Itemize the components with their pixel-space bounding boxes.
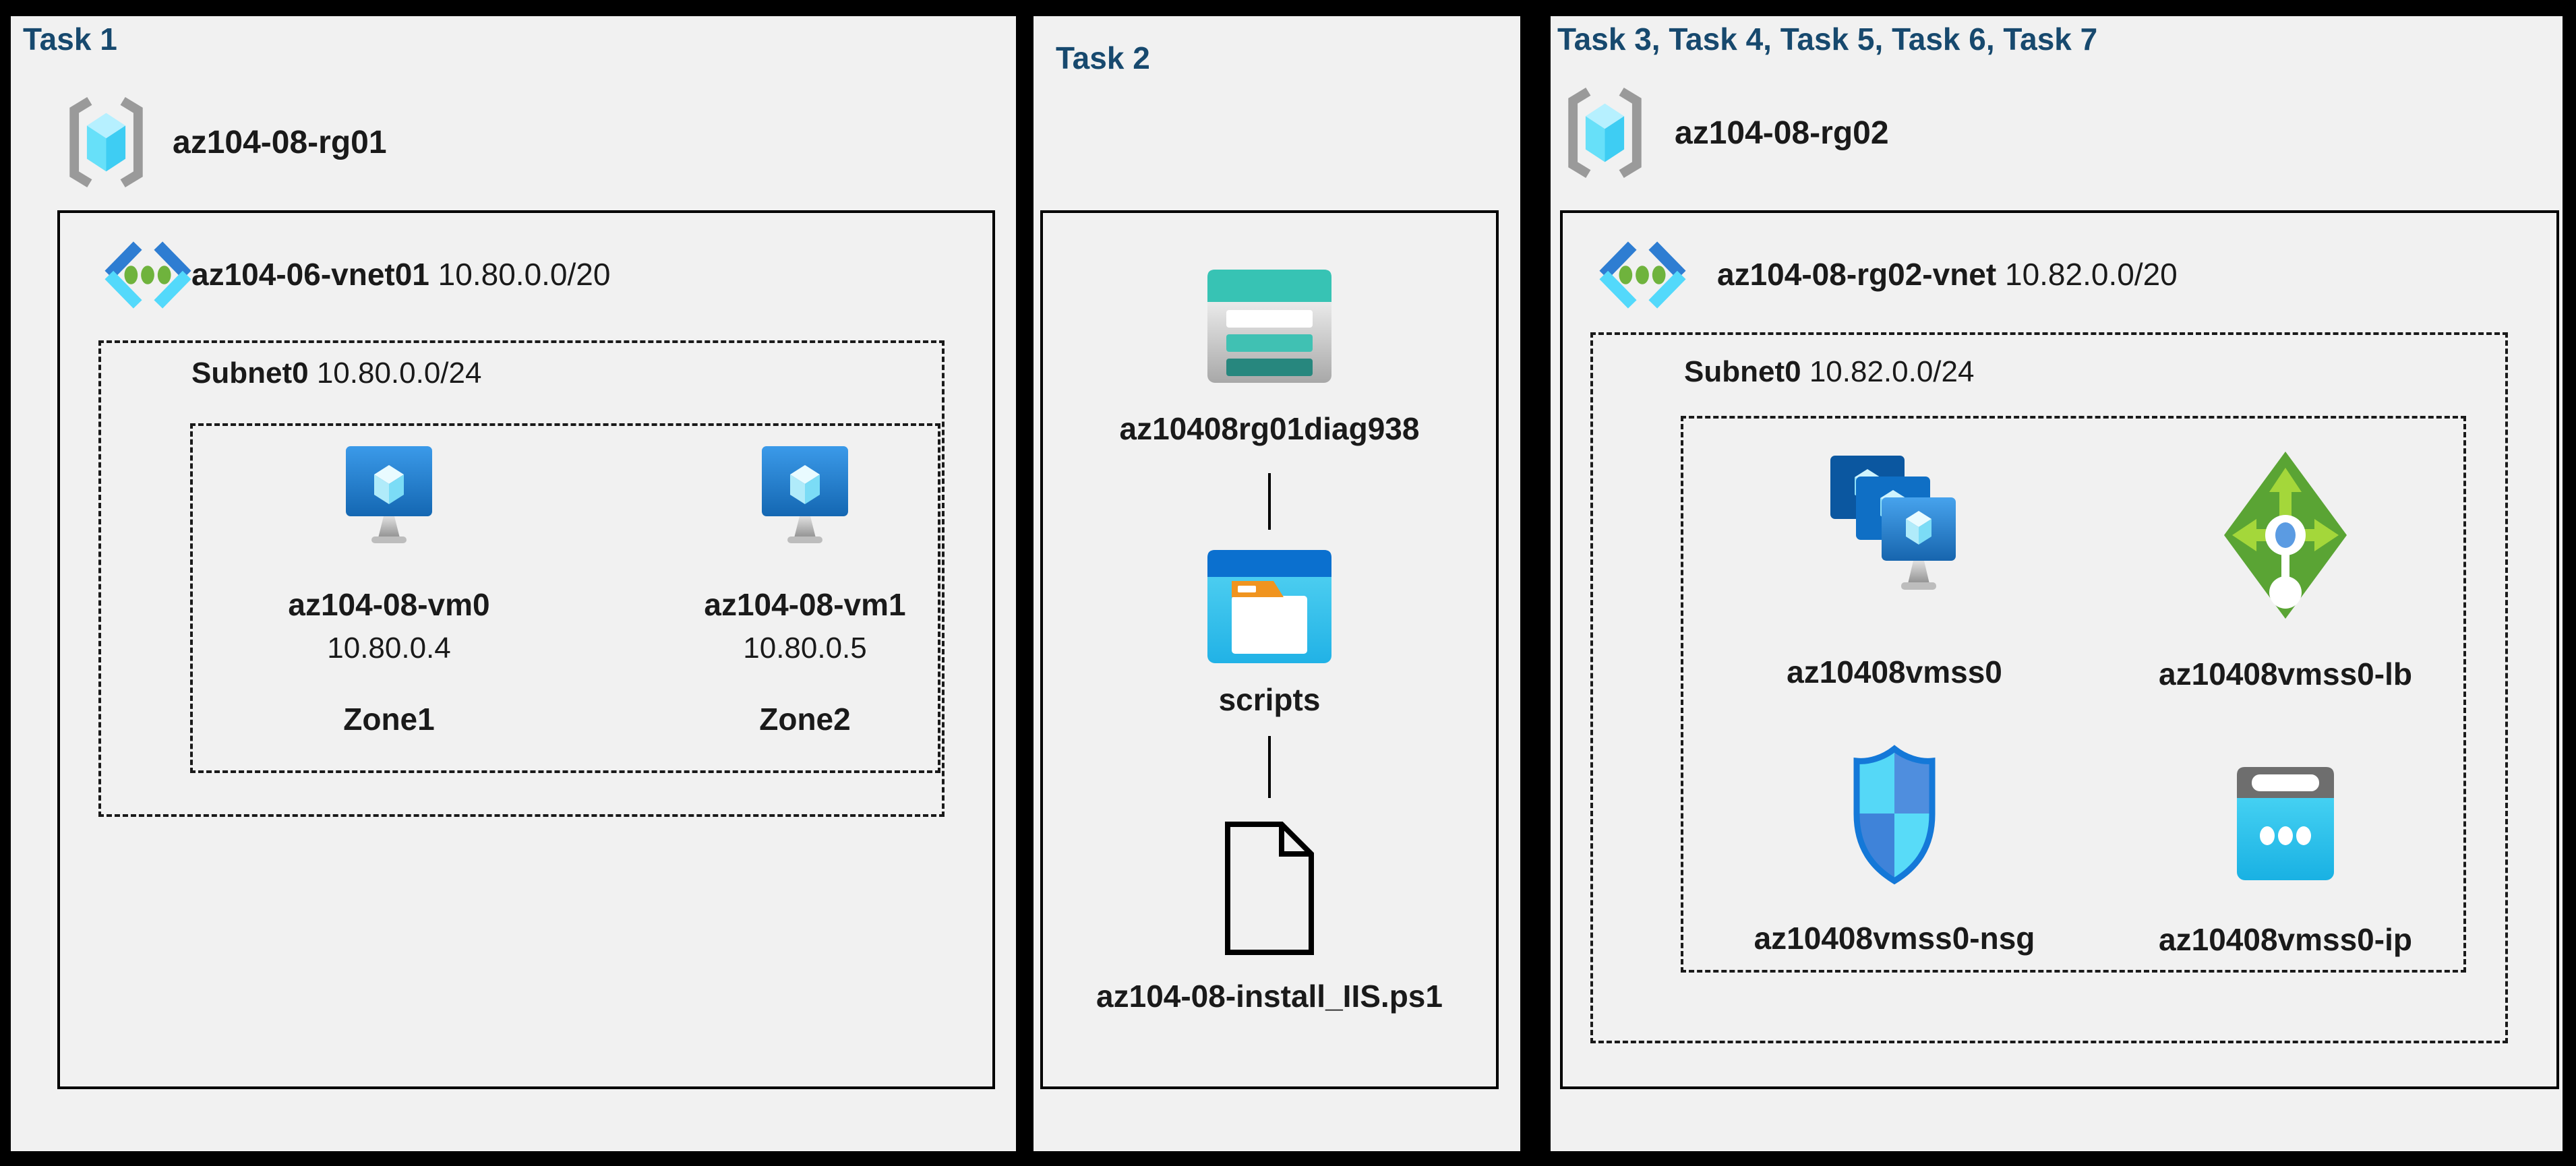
connector-line (1268, 473, 1271, 530)
task1-subnet-name: Subnet0 (191, 357, 309, 390)
load-balancer-icon (2224, 452, 2347, 619)
virtual-network-icon (104, 241, 191, 309)
task3-vnet-box (1560, 210, 2559, 1089)
vmss-label: az10408vmss0 (1787, 654, 2002, 689)
vm0-cell: az104-08-vm0 10.80.0.4 Zone1 (241, 445, 537, 737)
vmss-cell: az10408vmss0 (1692, 454, 2097, 691)
task1-vnet-box (57, 210, 995, 1089)
task1-subnet-box (98, 340, 945, 817)
vm0-zone: Zone1 (343, 702, 435, 737)
task1-vm-group-box (190, 423, 940, 773)
storage-account-label: az10408rg01diag938 (1119, 411, 1420, 446)
nsg-cell: az10408vmss0-nsg (1692, 744, 2097, 957)
public-ip-icon (2237, 767, 2334, 880)
task1-subnet-cidr: 10.80.0.0/24 (316, 357, 482, 390)
task3-vnet-label: az104-08-rg02-vnet 10.82.0.0/20 (1717, 256, 2178, 293)
connector-line (1268, 736, 1271, 798)
resource-group-icon (1568, 87, 1642, 179)
storage-account-icon (1207, 270, 1331, 383)
vm-scale-set-icon (1830, 456, 1956, 590)
resource-group-icon (69, 96, 143, 188)
virtual-machine-icon (762, 446, 848, 543)
task2-title: Task 2 (1056, 40, 1150, 75)
task3-vnet-cidr: 10.82.0.0/20 (2004, 257, 2178, 292)
task3-title: Task 3, Task 4, Task 5, Task 6, Task 7 (1557, 22, 2098, 57)
task3-resource-group-box (1681, 416, 2466, 973)
virtual-machine-icon (346, 446, 432, 543)
task3-subnet-name: Subnet0 (1684, 355, 1801, 388)
public-ip-cell: az10408vmss0-ip (2083, 766, 2488, 958)
task1-vnet-cidr: 10.80.0.0/20 (438, 257, 611, 292)
network-security-group-icon (1853, 745, 1936, 885)
vm1-ip: 10.80.0.5 (743, 632, 867, 665)
vm1-name: az104-08-vm1 (704, 587, 906, 622)
load-balancer-label: az10408vmss0-lb (2159, 656, 2412, 692)
script-file-icon (1225, 822, 1314, 955)
vm1-zone: Zone2 (759, 702, 851, 737)
task2-column: az10408rg01diag938 scripts az104-08-inst… (1054, 268, 1485, 1015)
task1-panel: Task 1 az104-08-rg01 az104-06-vnet01 10.… (11, 16, 1016, 1151)
task3-subnet-box (1590, 332, 2508, 1043)
script-file-label: az104-08-install_IIS.ps1 (1096, 979, 1443, 1014)
public-ip-label: az10408vmss0-ip (2159, 922, 2412, 957)
task3-vnet-name: az104-08-rg02-vnet (1717, 257, 1997, 292)
task3-resource-group-label: az104-08-rg02 (1675, 115, 1889, 151)
task1-title: Task 1 (23, 22, 117, 57)
vm1-cell: az104-08-vm1 10.80.0.5 Zone2 (657, 445, 953, 737)
task3-subnet-label: Subnet0 10.82.0.0/24 (1684, 355, 1974, 390)
task1-resource-group-label: az104-08-rg01 (173, 125, 387, 160)
task2-panel: Task 2 az10408rg01diag938 scrip (1034, 16, 1520, 1151)
task2-box (1040, 210, 1499, 1089)
task3-subnet-cidr: 10.82.0.0/24 (1809, 355, 1975, 388)
virtual-network-icon (1599, 241, 1686, 309)
nsg-label: az10408vmss0-nsg (1754, 921, 2035, 956)
blob-container-icon (1207, 550, 1331, 663)
container-label: scripts (1218, 682, 1321, 717)
vm0-name: az104-08-vm0 (288, 587, 490, 622)
task1-vnet-label: az104-06-vnet01 10.80.0.0/20 (191, 256, 610, 293)
task1-subnet-label: Subnet0 10.80.0.0/24 (191, 356, 481, 391)
vm0-ip: 10.80.0.4 (327, 632, 451, 665)
load-balancer-cell: az10408vmss0-lb (2083, 449, 2488, 693)
task3-panel: Task 3, Task 4, Task 5, Task 6, Task 7 a… (1551, 16, 2563, 1151)
task1-vnet-name: az104-06-vnet01 (191, 257, 429, 292)
